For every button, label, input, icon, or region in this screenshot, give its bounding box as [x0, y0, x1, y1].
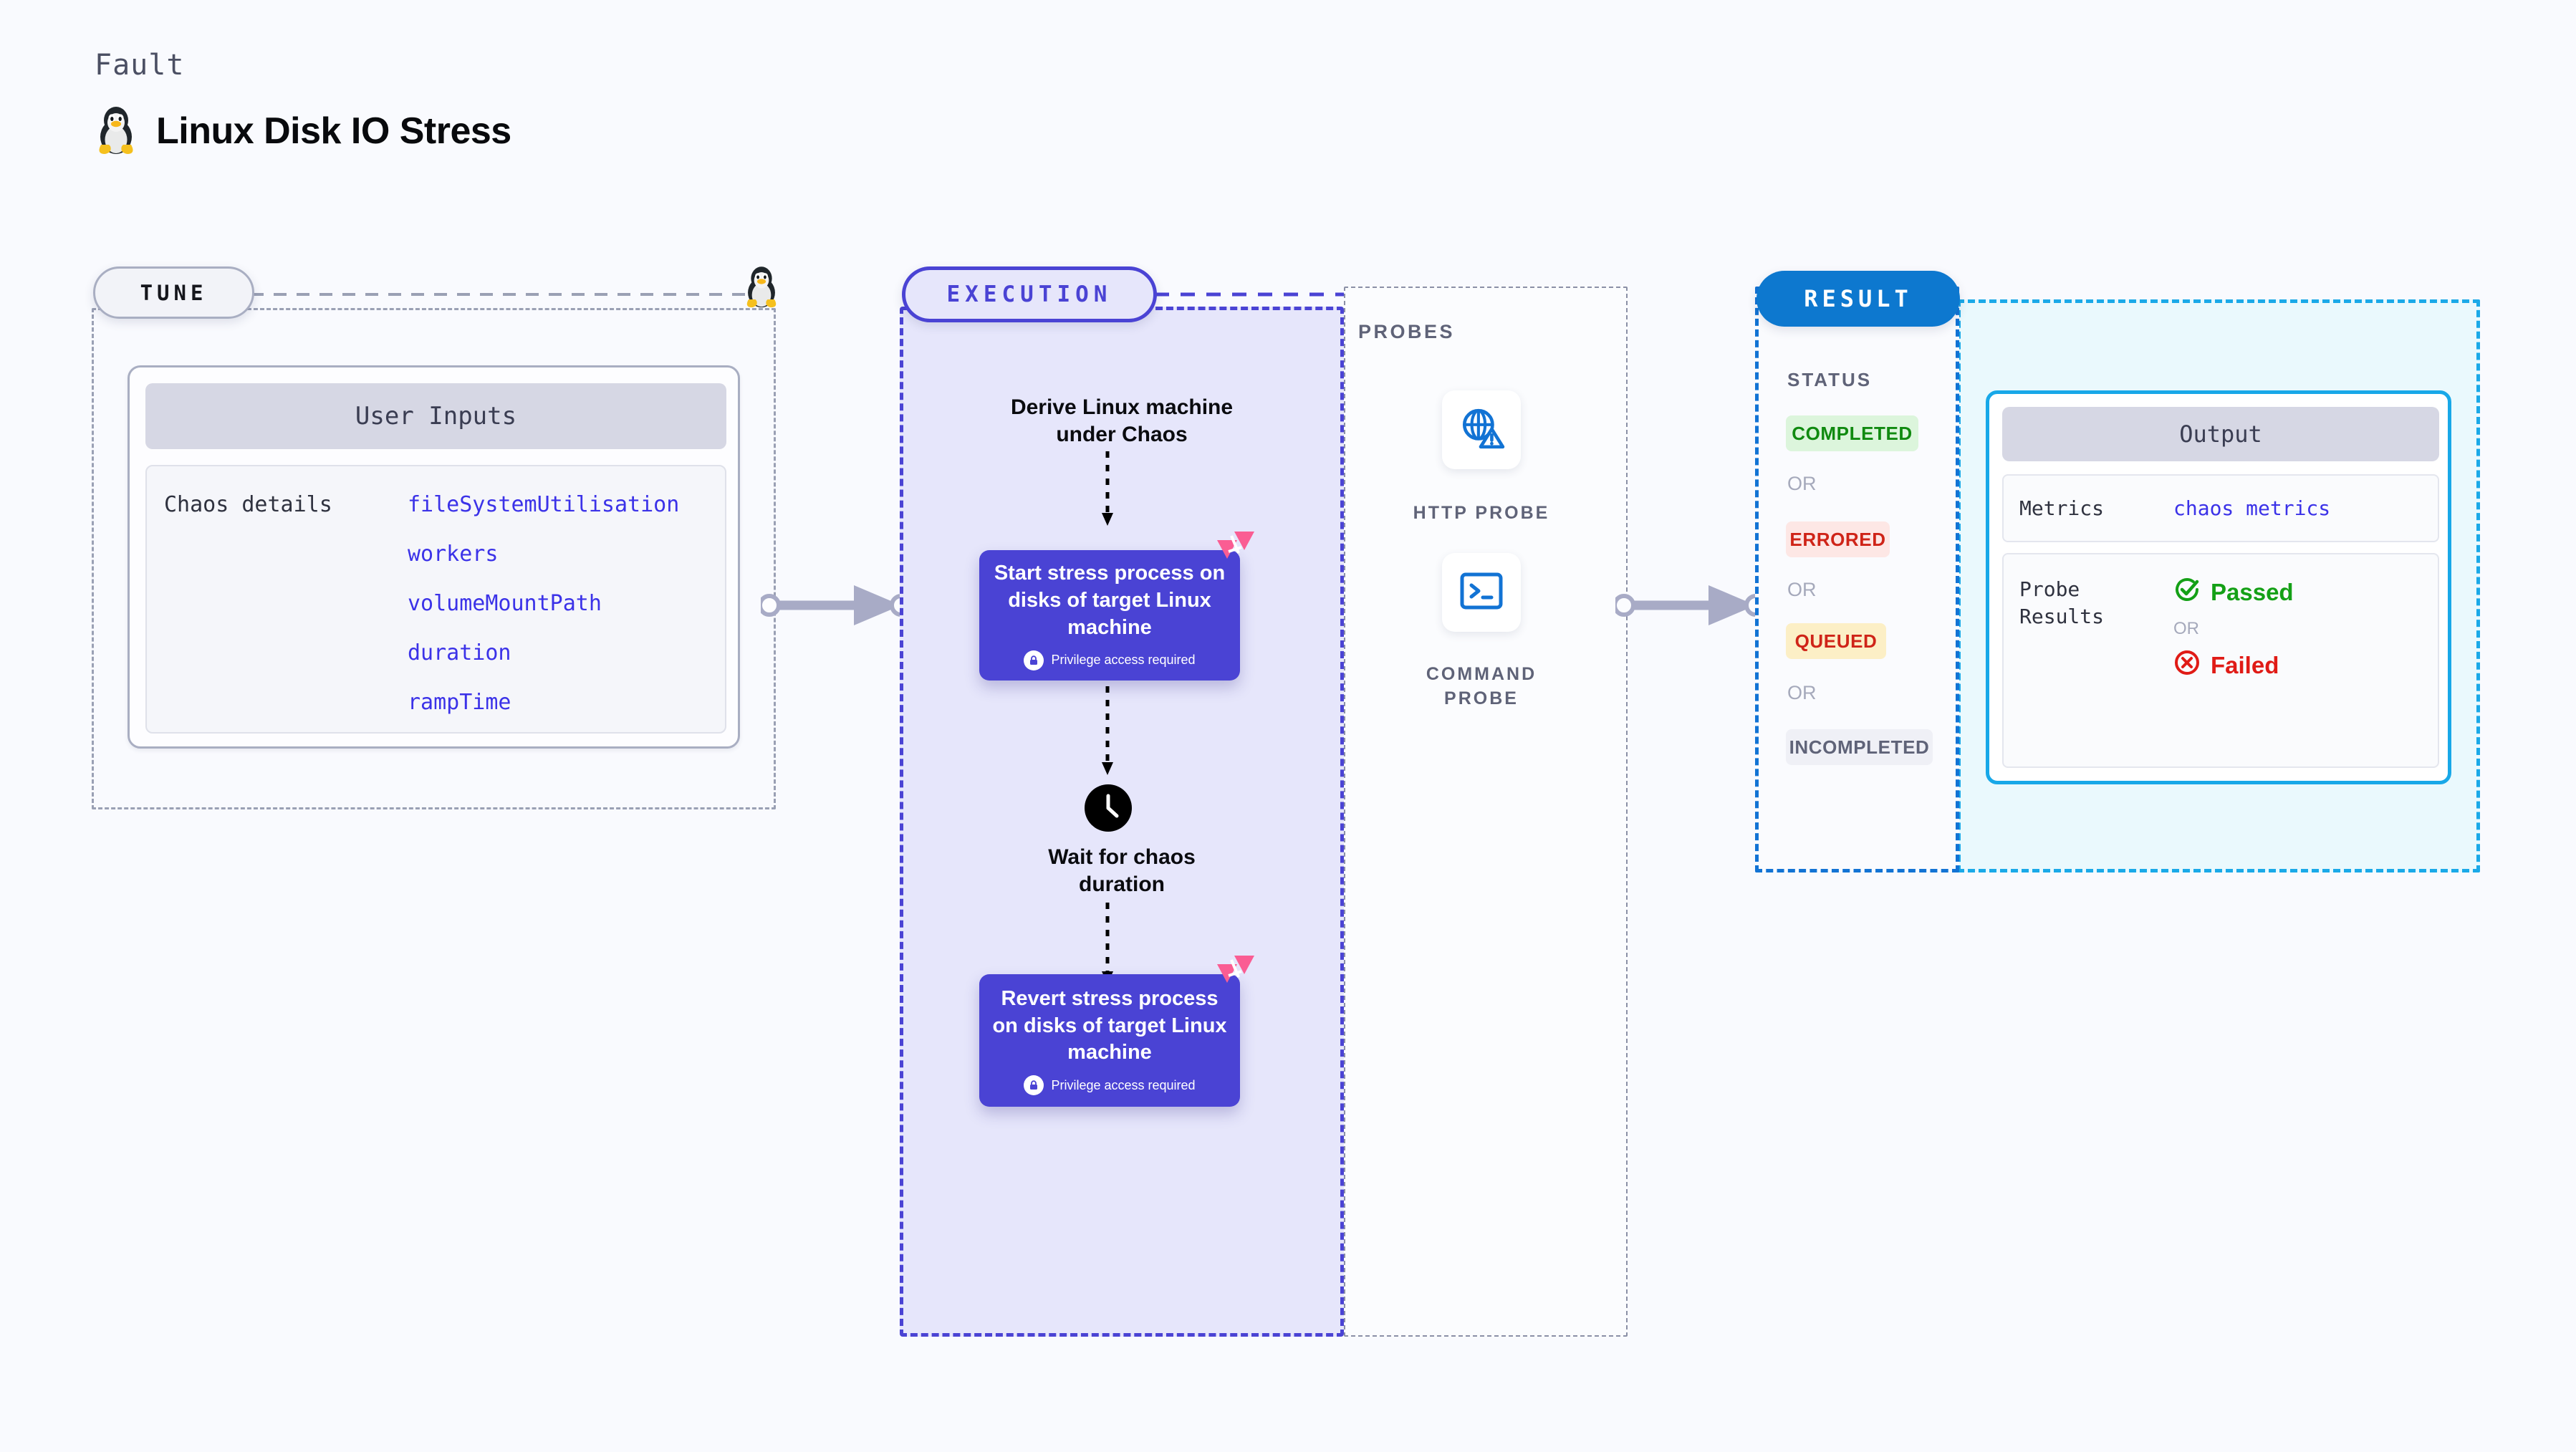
execution-node-revert-title: Revert stress process on disks of target…	[992, 986, 1227, 1064]
tune-to-execution-connector	[761, 585, 913, 625]
http-probe-caption: HTTP PROBE	[1413, 503, 1550, 523]
status-or-2: OR	[1787, 579, 1817, 600]
terminal-prompt-icon	[1459, 571, 1504, 615]
execution-node-start-title: Start stress process on disks of target …	[994, 562, 1226, 639]
tune-badge[interactable]: TUNE	[93, 266, 254, 319]
arrow-start-to-wait	[1102, 686, 1113, 775]
probe-results-values: Passed OR Failed	[2173, 576, 2294, 766]
execution-step-derive-label: Derive Linux machine under Chaos	[1010, 395, 1234, 447]
tune-panel	[92, 308, 776, 809]
probe-result-failed-text: Failed	[2211, 652, 2279, 678]
lock-icon	[1024, 1075, 1044, 1096]
execution-node-start-stress[interactable]: Start stress process on disks of target …	[979, 532, 1254, 681]
page-header: Fault Linux Disk IO Stress	[95, 49, 511, 158]
tune-to-tux-dashed-line	[251, 293, 745, 296]
privilege-note-revert-text: Privilege access required	[1051, 1077, 1196, 1092]
execution-to-probes-dashed-line	[1155, 292, 1350, 297]
clock-icon	[1085, 784, 1132, 835]
probe-result-passed: Passed	[2173, 576, 2294, 609]
status-badge-completed: COMPLETED	[1786, 415, 1918, 451]
command-probe-tile[interactable]	[1442, 553, 1521, 632]
output-header: Output	[2002, 407, 2439, 461]
check-circle-icon	[2173, 576, 2201, 609]
user-inputs-card: User Inputs Chaos details fileSystemUtil…	[128, 365, 740, 749]
chaos-param-workers[interactable]: workers	[408, 542, 499, 567]
tune-tux-icon	[743, 264, 780, 312]
x-circle-icon	[2173, 649, 2201, 682]
probe-result-failed: Failed	[2173, 649, 2294, 682]
page-title-row: Linux Disk IO Stress	[95, 103, 511, 158]
probe-results-row: Probe Results Passed OR	[2002, 553, 2439, 768]
linux-tux-icon	[95, 103, 138, 158]
privilege-note-start: Privilege access required	[1024, 650, 1196, 670]
status-badge-errored: ERRORED	[1786, 521, 1890, 557]
litmus-chaos-icon	[1210, 530, 1256, 570]
chaos-param-filesystemutilisation[interactable]: fileSystemUtilisation	[408, 492, 680, 517]
lock-icon	[1024, 650, 1044, 670]
status-badge-incompleted: INCOMPLETED	[1786, 729, 1933, 765]
metrics-key: Metrics	[2019, 496, 2105, 520]
probe-result-or: OR	[2173, 619, 2199, 638]
probes-label: PROBES	[1358, 321, 1456, 342]
status-badge-queued: QUEUED	[1786, 623, 1886, 659]
privilege-note-revert: Privilege access required	[1024, 1075, 1196, 1096]
metrics-value[interactable]: chaos metrics	[2173, 496, 2331, 520]
result-badge[interactable]: RESULT	[1756, 271, 1960, 327]
globe-warning-icon	[1458, 405, 1505, 456]
chaos-param-volumemountpath[interactable]: volumeMountPath	[408, 591, 602, 616]
chaos-param-ramptime[interactable]: rampTime	[408, 690, 511, 715]
user-inputs-header: User Inputs	[145, 383, 726, 449]
chaos-param-duration[interactable]: duration	[408, 640, 511, 665]
output-card: Output Metrics chaos metrics Probe Resul…	[1986, 390, 2451, 784]
probes-to-result-connector	[1615, 585, 1767, 625]
execution-panel	[900, 307, 1344, 1337]
probe-result-passed-text: Passed	[2211, 579, 2294, 605]
privilege-note-start-text: Privilege access required	[1051, 653, 1196, 668]
page-title: Linux Disk IO Stress	[156, 110, 511, 152]
http-probe-tile[interactable]	[1442, 390, 1521, 469]
fault-eyebrow: Fault	[95, 49, 185, 82]
status-label: STATUS	[1787, 369, 1873, 390]
execution-node-revert-stress[interactable]: Revert stress process on disks of target…	[979, 956, 1254, 1107]
execution-step-wait-label: Wait for chaos duration	[1048, 845, 1196, 897]
chaos-parameter-list: fileSystemUtilisation workers volumeMoun…	[408, 492, 679, 732]
chaos-details-label: Chaos details	[164, 492, 332, 517]
execution-badge[interactable]: EXECUTION	[902, 266, 1157, 322]
probe-results-key: Probe Results	[2019, 577, 2105, 628]
arrow-derive-to-start	[1102, 451, 1113, 526]
command-probe-caption: COMMAND PROBE	[1426, 664, 1537, 708]
chaos-details-block: Chaos details fileSystemUtilisation work…	[145, 465, 726, 734]
status-or-1: OR	[1787, 473, 1817, 494]
litmus-chaos-icon	[1210, 954, 1256, 994]
status-or-3: OR	[1787, 682, 1817, 703]
metrics-row: Metrics chaos metrics	[2002, 474, 2439, 542]
